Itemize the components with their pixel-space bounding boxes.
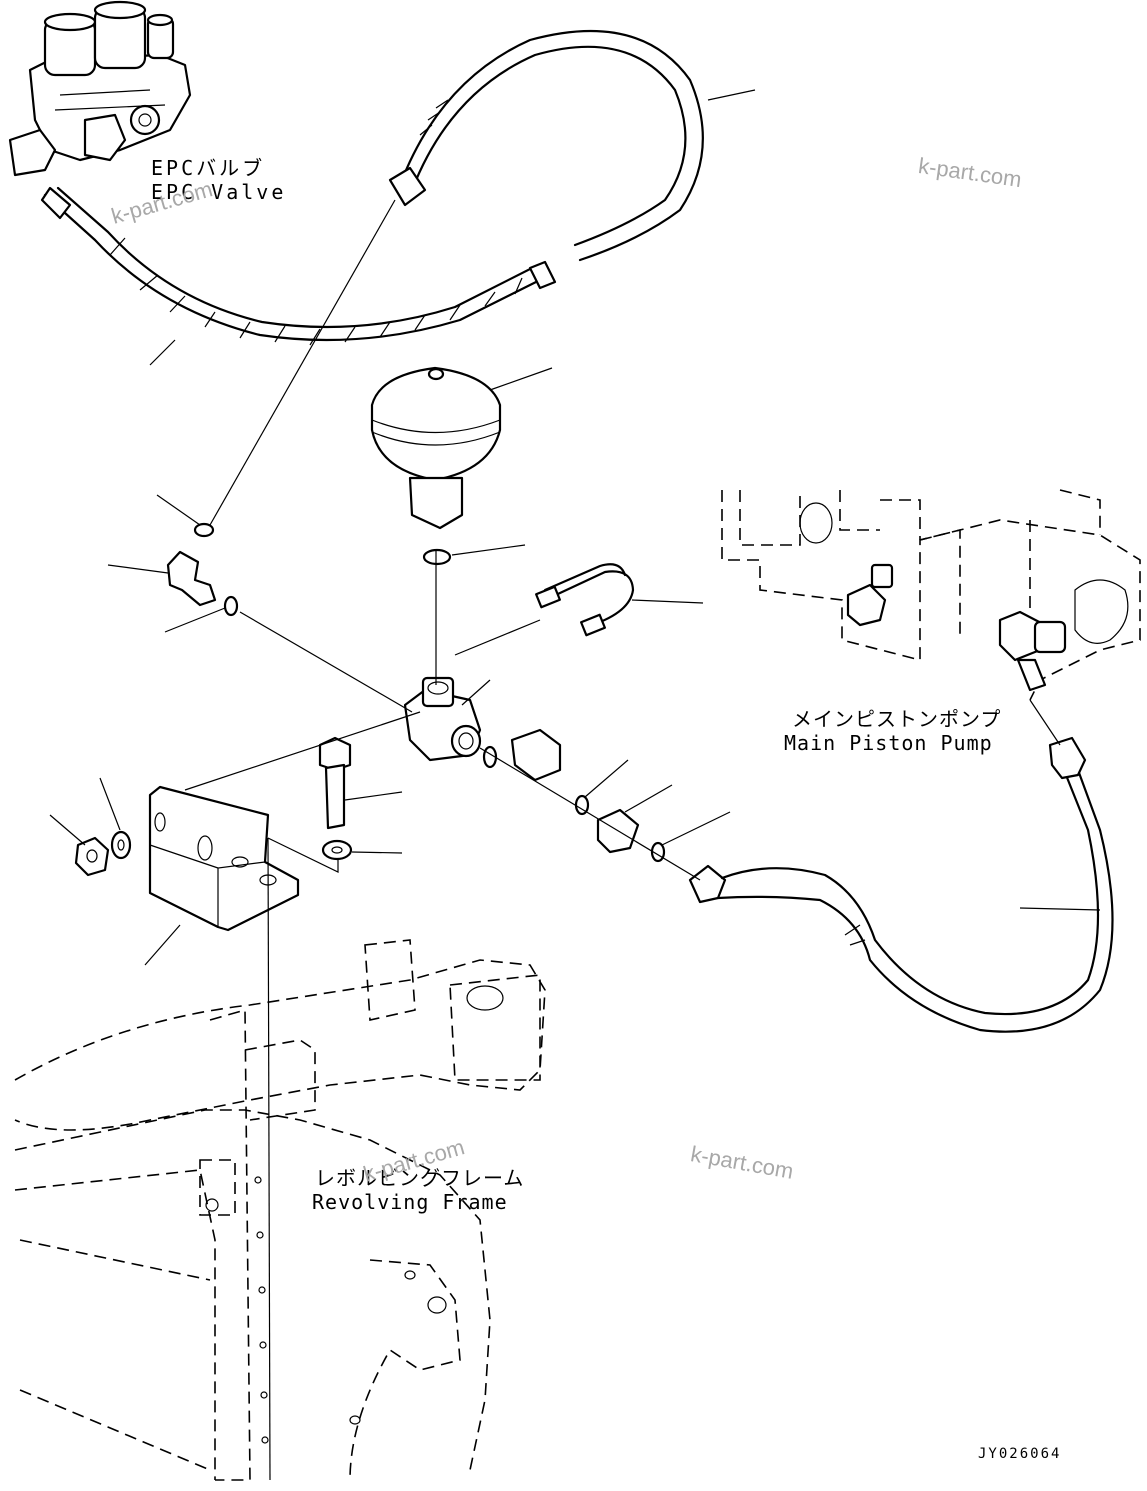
main-piston-pump-icon	[721, 489, 1141, 701]
nut-icon	[49, 814, 110, 877]
drawing-code: JY026064	[978, 1446, 1062, 1462]
epc-valve-label-en: EPC Valve	[151, 180, 287, 204]
hose-icon	[688, 699, 1114, 1033]
adapter-icon	[510, 728, 673, 854]
epc-valve-label-jp: EPCバルブ	[151, 156, 266, 180]
epc-valve-icon	[8, 0, 192, 177]
leader-lines	[184, 199, 701, 1481]
revolving-frame-label-jp: レボルビングフレーム	[315, 1166, 525, 1190]
revolving-frame-label-en: Revolving Frame	[312, 1190, 508, 1214]
revolving-frame-icon	[14, 939, 546, 1481]
hose-icon	[40, 186, 557, 366]
hose-icon	[388, 29, 756, 262]
elbow-fitting-icon	[107, 550, 217, 607]
accumulator-icon	[370, 366, 553, 530]
washer-icon	[99, 777, 403, 861]
main-pump-label-jp: メインピストンポンプ	[792, 707, 1002, 731]
bracket-icon	[144, 785, 300, 966]
tube-icon	[535, 563, 704, 637]
bolt-icon	[318, 736, 403, 830]
o-ring-icon	[156, 494, 731, 863]
main-pump-label-en: Main Piston Pump	[784, 731, 993, 755]
tee-block-icon	[403, 676, 491, 762]
